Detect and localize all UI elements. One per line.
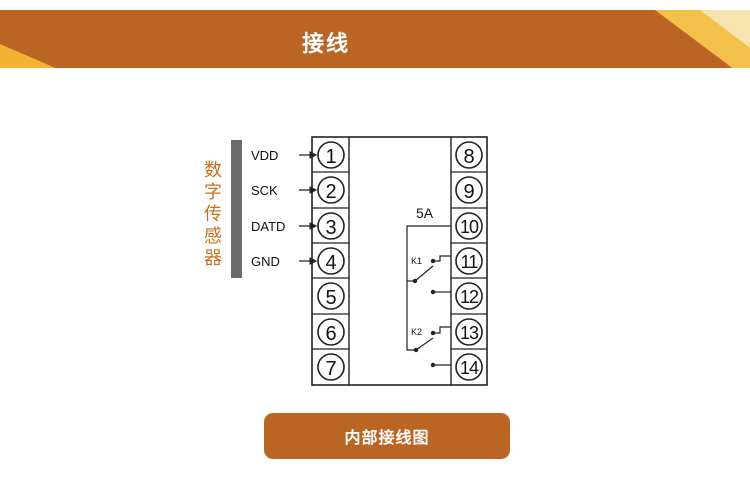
terminal-label: 10 xyxy=(460,217,479,237)
terminal-6: 6 xyxy=(317,318,345,346)
left-terminals: 1 2 3 4 5 6 7 xyxy=(317,141,345,381)
sensor-label-char: 数 xyxy=(204,160,222,181)
header-banner: 接线 xyxy=(0,0,750,72)
sensor-label-char: 传 xyxy=(204,204,222,225)
terminal-label: 1 xyxy=(325,146,336,168)
terminal-9: 9 xyxy=(455,176,483,204)
relay-contacts xyxy=(412,258,436,368)
terminal-label: 8 xyxy=(463,146,474,168)
relay-k1-label: K1 xyxy=(411,256,422,266)
signal-vdd: VDD xyxy=(251,148,278,163)
terminal-label: 4 xyxy=(325,252,336,274)
sensor-label-char: 感 xyxy=(204,226,222,247)
terminal-label: 5 xyxy=(325,287,336,309)
signal-gnd: GND xyxy=(251,254,280,269)
right-terminals: 8 9 10 11 12 13 14 xyxy=(455,141,483,381)
signal-sck: SCK xyxy=(251,183,278,198)
sensor-bar xyxy=(231,140,242,278)
signal-labels: VDD SCK DATD GND xyxy=(251,148,285,269)
terminal-label: 2 xyxy=(325,181,336,203)
terminal-label: 3 xyxy=(325,217,336,239)
terminal-4: 4 xyxy=(317,247,345,275)
signal-datd: DATD xyxy=(251,219,285,234)
terminal-2: 2 xyxy=(317,176,345,204)
sensor-label-char: 字 xyxy=(204,182,222,203)
banner-left-accent xyxy=(0,44,60,70)
sensor-label: 数 字 传 感 器 xyxy=(201,160,225,270)
terminal-label: 11 xyxy=(461,252,479,272)
terminal-label: 12 xyxy=(460,287,479,307)
terminal-label: 9 xyxy=(463,181,474,203)
relay-rating: 5A xyxy=(416,205,434,221)
terminal-8: 8 xyxy=(455,141,483,169)
terminal-label: 13 xyxy=(460,323,479,343)
terminal-label: 14 xyxy=(460,358,479,378)
terminal-label: 7 xyxy=(325,358,336,380)
terminal-3: 3 xyxy=(317,212,345,240)
sensor-label-char: 器 xyxy=(204,248,222,269)
page-title: 接线 xyxy=(301,32,350,57)
terminal-label: 6 xyxy=(325,323,336,345)
signal-arrows xyxy=(299,151,318,265)
relay-k2-label: K2 xyxy=(411,327,422,337)
banner-background xyxy=(0,0,750,72)
terminal-1: 1 xyxy=(317,141,345,169)
terminal-grid xyxy=(312,171,487,350)
internal-wiring-diagram-button[interactable]: 内部接线图 xyxy=(264,413,510,459)
terminal-14: 14 xyxy=(455,353,483,381)
relay-wiring xyxy=(406,225,451,366)
terminal-10: 10 xyxy=(455,212,483,240)
terminal-13: 13 xyxy=(455,318,483,346)
terminal-5: 5 xyxy=(317,282,345,310)
terminal-7: 7 xyxy=(317,353,345,381)
terminal-11: 11 xyxy=(455,247,483,275)
terminal-12: 12 xyxy=(455,282,483,310)
